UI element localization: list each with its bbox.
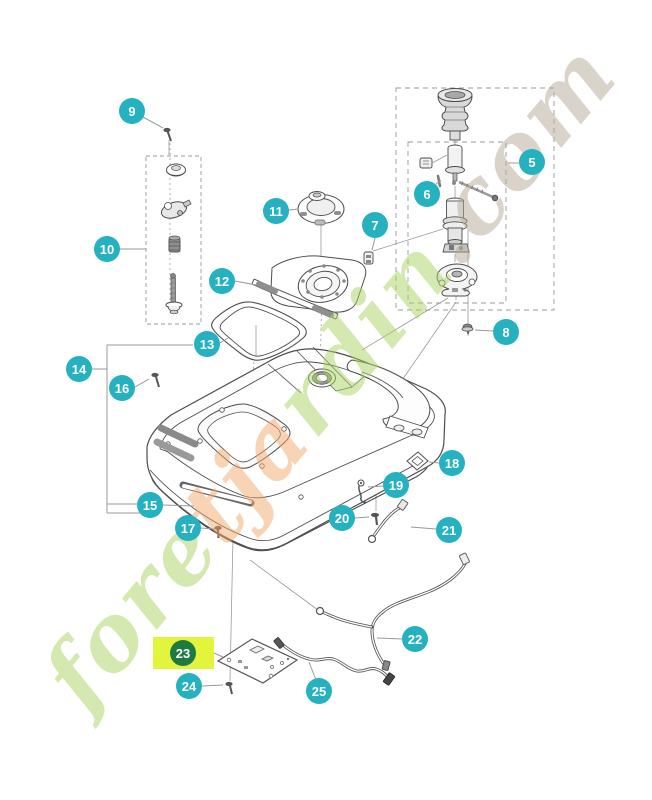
part-7-clip — [363, 251, 374, 265]
part-badge-7[interactable]: 7 — [362, 212, 388, 238]
part-18-plate — [406, 451, 429, 471]
part-badge-12[interactable]: 12 — [209, 268, 235, 294]
part-19-valve — [357, 479, 367, 503]
part-24-screw — [225, 681, 233, 695]
part-8-screw — [461, 323, 474, 336]
part-badge-17[interactable]: 17 — [175, 515, 201, 541]
part-badge-5[interactable]: 5 — [519, 149, 545, 175]
part-badge-23[interactable]: 23 — [170, 640, 196, 666]
part-badge-15[interactable]: 15 — [137, 492, 163, 518]
part-badge-24[interactable]: 24 — [176, 673, 202, 699]
part-badge-19[interactable]: 19 — [383, 472, 409, 498]
part-10-assembly — [145, 155, 202, 325]
part-23-board — [216, 638, 299, 684]
part-21-wire — [367, 499, 409, 544]
part-25-wire — [273, 637, 396, 686]
watermark-text: foretjardin.com — [18, 22, 638, 732]
leader-lines — [92, 116, 519, 687]
part-12-plate — [251, 255, 367, 320]
part-16-screw — [151, 372, 160, 388]
part-badge-9[interactable]: 9 — [119, 98, 145, 124]
part-13-gasket — [211, 301, 307, 361]
part-badge-6[interactable]: 6 — [414, 181, 440, 207]
part-22-wire — [315, 552, 470, 671]
part-badge-20[interactable]: 20 — [329, 505, 355, 531]
part-5-assembly — [395, 87, 555, 311]
part-badge-21[interactable]: 21 — [436, 517, 462, 543]
part-badge-14[interactable]: 14 — [66, 356, 92, 382]
part-badge-13[interactable]: 13 — [194, 331, 220, 357]
part-badge-16[interactable]: 16 — [109, 375, 135, 401]
part-9-screw — [163, 127, 172, 142]
part-badge-11[interactable]: 11 — [263, 198, 289, 224]
chassis-body — [146, 346, 446, 551]
part-11-knob — [297, 191, 345, 226]
part-badge-22[interactable]: 22 — [402, 626, 428, 652]
part-badge-25[interactable]: 25 — [306, 678, 332, 704]
part-badge-18[interactable]: 18 — [439, 450, 465, 476]
part-20-screw — [371, 512, 379, 526]
part-badge-8[interactable]: 8 — [493, 319, 519, 345]
part-badge-10[interactable]: 10 — [94, 236, 120, 262]
part-17-screw — [214, 525, 222, 539]
